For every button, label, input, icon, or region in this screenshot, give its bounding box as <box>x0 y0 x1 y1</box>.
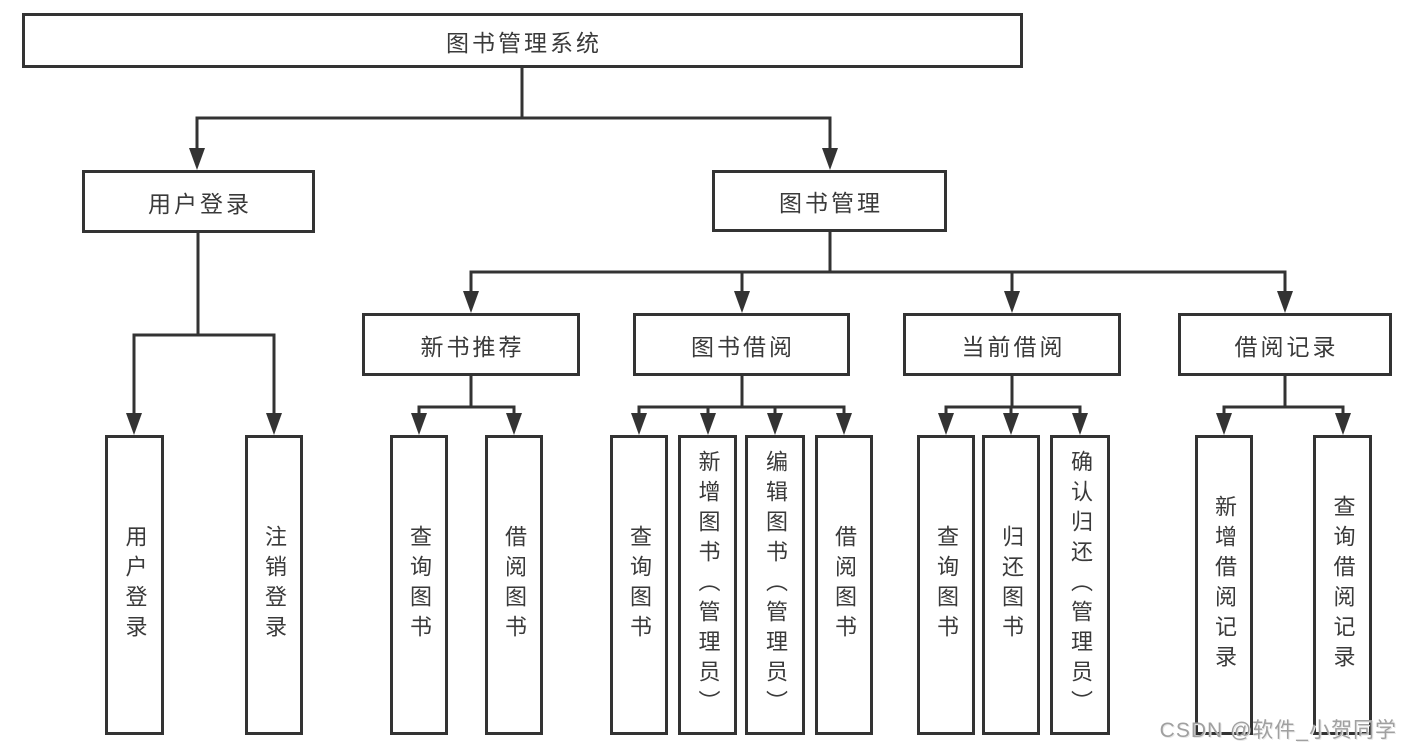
node-book-borrow: 图书借阅 <box>633 313 850 376</box>
csdn-watermark: CSDN @软件_小贺同学 <box>1159 719 1397 742</box>
node-borrow-records: 借阅记录 <box>1178 313 1392 376</box>
leaf-borrow-books: 借阅图书 <box>815 435 873 735</box>
leaf-return-books: 归还图书 <box>982 435 1040 735</box>
leaf-add-borrow-record: 新增借阅记录 <box>1195 435 1253 735</box>
leaf-user-login: 用户登录 <box>105 435 164 735</box>
leaf-query-books-current: 查询图书 <box>917 435 975 735</box>
leaf-query-books-borrow: 查询图书 <box>610 435 668 735</box>
node-book-management: 图书管理 <box>712 170 947 232</box>
leaf-add-book-admin: 新增图书（管理员） <box>678 435 737 735</box>
leaf-edit-book-admin: 编辑图书（管理员） <box>745 435 805 735</box>
node-current-borrow: 当前借阅 <box>903 313 1121 376</box>
leaf-confirm-return-admin: 确认归还（管理员） <box>1050 435 1110 735</box>
leaf-query-borrow-record: 查询借阅记录 <box>1313 435 1372 735</box>
node-new-book-recommend: 新书推荐 <box>362 313 580 376</box>
leaf-logout: 注销登录 <box>245 435 303 735</box>
node-user-login: 用户登录 <box>82 170 315 233</box>
node-library-system: 图书管理系统 <box>22 13 1023 68</box>
leaf-query-books-recommend: 查询图书 <box>390 435 448 735</box>
leaf-borrow-books-recommend: 借阅图书 <box>485 435 543 735</box>
